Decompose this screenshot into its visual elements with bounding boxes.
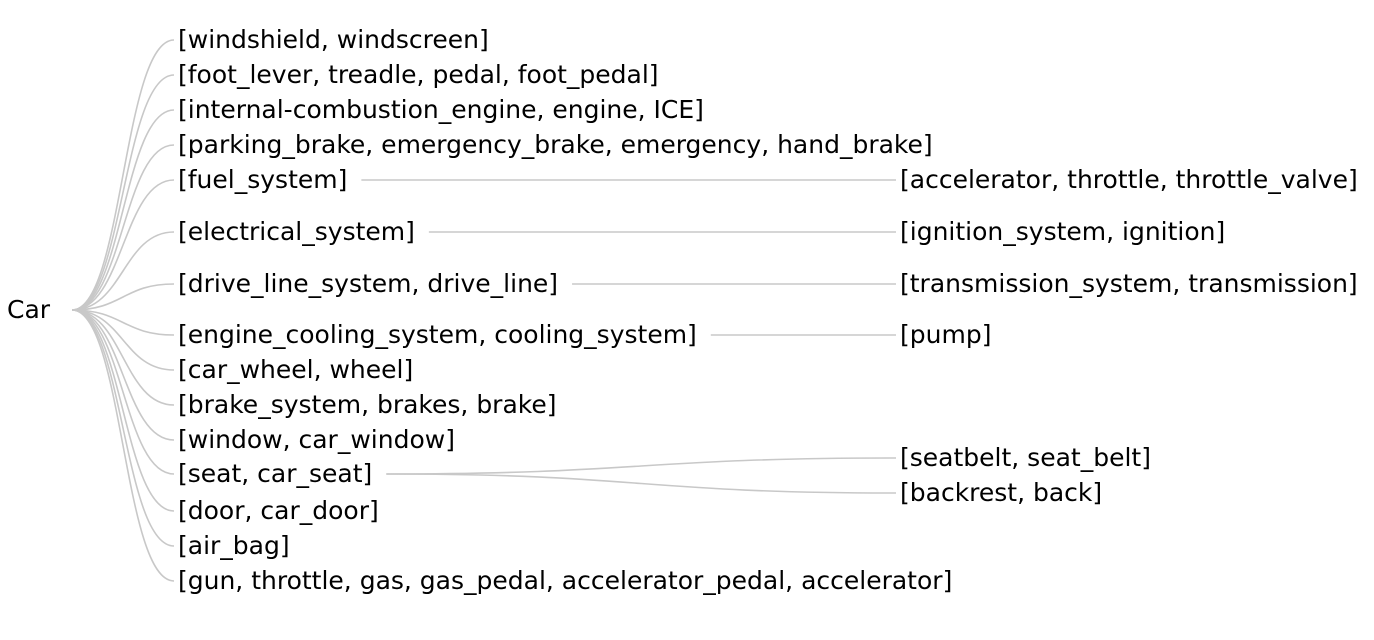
- node-label: [electrical_system]: [178, 217, 415, 246]
- node-label: [drive_line_system, drive_line]: [178, 269, 558, 298]
- leaf-label: [pump]: [900, 320, 991, 349]
- node-label: [car_wheel, wheel]: [178, 355, 413, 384]
- leaf-label: [backrest, back]: [900, 478, 1102, 507]
- node-label: [windshield, windscreen]: [178, 25, 489, 54]
- root-link: [71, 309, 175, 512]
- node-label: [engine_cooling_system, cooling_system]: [178, 320, 697, 349]
- node-label: [window, car_window]: [178, 425, 455, 454]
- node-label: [foot_lever, treadle, pedal, foot_pedal]: [178, 60, 659, 89]
- root-link: [71, 309, 175, 371]
- leaf-label: [transmission_system, transmission]: [900, 269, 1358, 298]
- root-link: [71, 309, 175, 406]
- node-label: [parking_brake, emergency_brake, emergen…: [178, 130, 933, 159]
- root-node-label: Car: [7, 295, 51, 324]
- root-link: [71, 231, 175, 311]
- node-label: [door, car_door]: [178, 496, 379, 525]
- root-link: [71, 309, 175, 475]
- node-label: [brake_system, brakes, brake]: [178, 390, 557, 419]
- root-link: [71, 39, 175, 311]
- root-link: [71, 309, 175, 441]
- node-label: [fuel_system]: [178, 165, 347, 194]
- child-link: [386, 473, 897, 494]
- root-link: [71, 309, 175, 336]
- root-link: [71, 179, 175, 311]
- node-label: [seat, car_seat]: [178, 459, 372, 488]
- root-link: [71, 309, 175, 582]
- tree-links: [71, 39, 897, 582]
- root-link: [71, 144, 175, 311]
- leaf-label: [ignition_system, ignition]: [900, 217, 1225, 246]
- root-link: [71, 74, 175, 311]
- root-link: [71, 109, 175, 311]
- leaf-label: [seatbelt, seat_belt]: [900, 443, 1151, 472]
- leaf-label: [accelerator, throttle, throttle_valve]: [900, 165, 1358, 194]
- tree-labels: Car [windshield, windscreen] [foot_lever,…: [7, 25, 1358, 595]
- node-label: [internal-combustion_engine, engine, ICE…: [178, 95, 704, 124]
- root-link: [71, 309, 175, 547]
- node-label: [gun, throttle, gas, gas_pedal, accelera…: [178, 566, 952, 595]
- node-label: [air_bag]: [178, 531, 290, 560]
- root-link: [71, 283, 175, 311]
- child-link: [386, 457, 897, 475]
